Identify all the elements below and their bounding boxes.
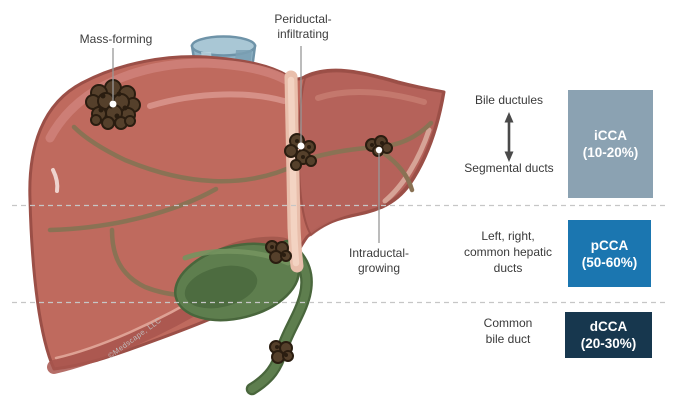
icca-box: iCCA (10-20%)	[568, 90, 653, 198]
dcca-box: dCCA (20-30%)	[565, 312, 652, 358]
perihilar-ducts-line1: Left, right,	[481, 229, 535, 243]
bile-ductules-label: Bile ductules	[474, 93, 544, 107]
tumor-hilar	[265, 240, 292, 264]
common-bile-duct-line1: Common	[483, 316, 533, 330]
tumor-intraductal	[365, 135, 393, 157]
common-bile-duct-label: Common bile duct	[448, 315, 568, 347]
pcca-box: pCCA (50-60%)	[568, 220, 651, 287]
falciform-ligament	[284, 70, 304, 273]
intraductal-label: Intraductal- growing	[323, 246, 435, 276]
dcca-share: (20-30%)	[580, 336, 637, 351]
pointer-lines	[112, 46, 380, 243]
perihilar-ducts-line2: common hepatic	[463, 245, 553, 259]
mass-forming-label: Mass-forming	[79, 32, 153, 46]
pointer-anchor-dots	[109, 100, 383, 154]
perihilar-ducts-label: Left, right, common hepatic ducts	[438, 228, 578, 276]
icca-share: (10-20%)	[582, 145, 639, 160]
pcca-abbr: pCCA	[590, 237, 629, 253]
periductal-label-line2: infiltrating	[277, 27, 329, 41]
periductal-label-line1: Periductal-	[274, 12, 332, 26]
icca-abbr: iCCA	[594, 128, 627, 143]
common-bile-duct-line2: bile duct	[485, 332, 531, 346]
updown-arrow-icon	[501, 111, 517, 163]
intraductal-label-line2: growing	[357, 261, 401, 275]
common-bile-duct	[245, 239, 313, 396]
tumor-distal	[269, 340, 294, 364]
periductal-label: Periductal- infiltrating	[247, 12, 359, 42]
dcca-abbr: dCCA	[589, 319, 628, 334]
segmental-ducts-label: Segmental ducts	[464, 161, 554, 175]
intraductal-label-line1: Intraductal-	[348, 246, 410, 260]
pcca-share: (50-60%)	[581, 254, 638, 270]
perihilar-ducts-line3: ducts	[493, 261, 523, 275]
